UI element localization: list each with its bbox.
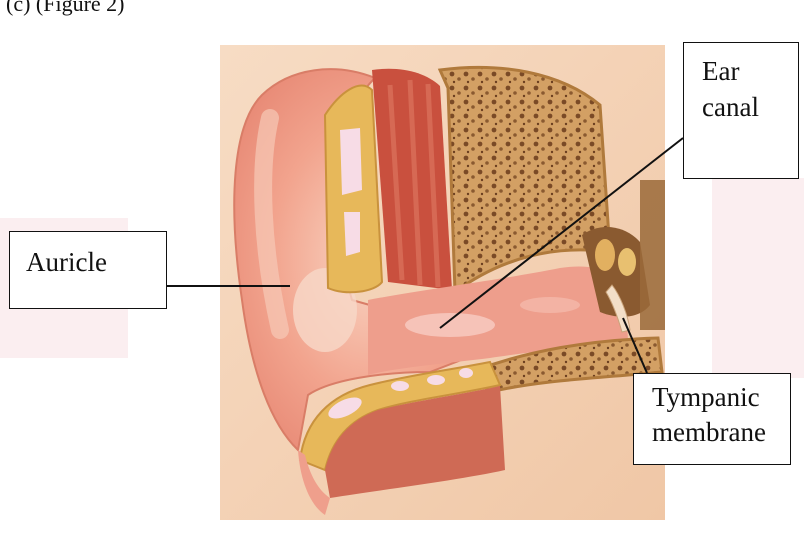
ossicle [618,248,636,276]
ear-canal-highlight [405,313,495,337]
auricle-label: Auricle [9,231,167,309]
background-tint [712,178,804,378]
cartilage-gap [344,212,360,256]
ossicle [595,239,615,271]
ear-canal-highlight [520,297,580,313]
inner-ear-bone [640,180,665,330]
ear-canal-label-line2: canal [702,92,759,122]
cartilage-gap [391,381,409,391]
ear-canal-label-line1: Ear [702,56,739,86]
cartilage-gap [340,128,362,195]
tympanic-label-line2: membrane [652,417,766,447]
auricle-label-text: Auricle [26,247,107,277]
cartilage-gap [459,368,473,378]
ear-canal-label: Ear canal [683,42,799,179]
tympanic-membrane-label: Tympanic membrane [633,373,791,465]
cartilage-gap [427,375,445,385]
tympanic-label-line1: Tympanic [652,382,760,412]
